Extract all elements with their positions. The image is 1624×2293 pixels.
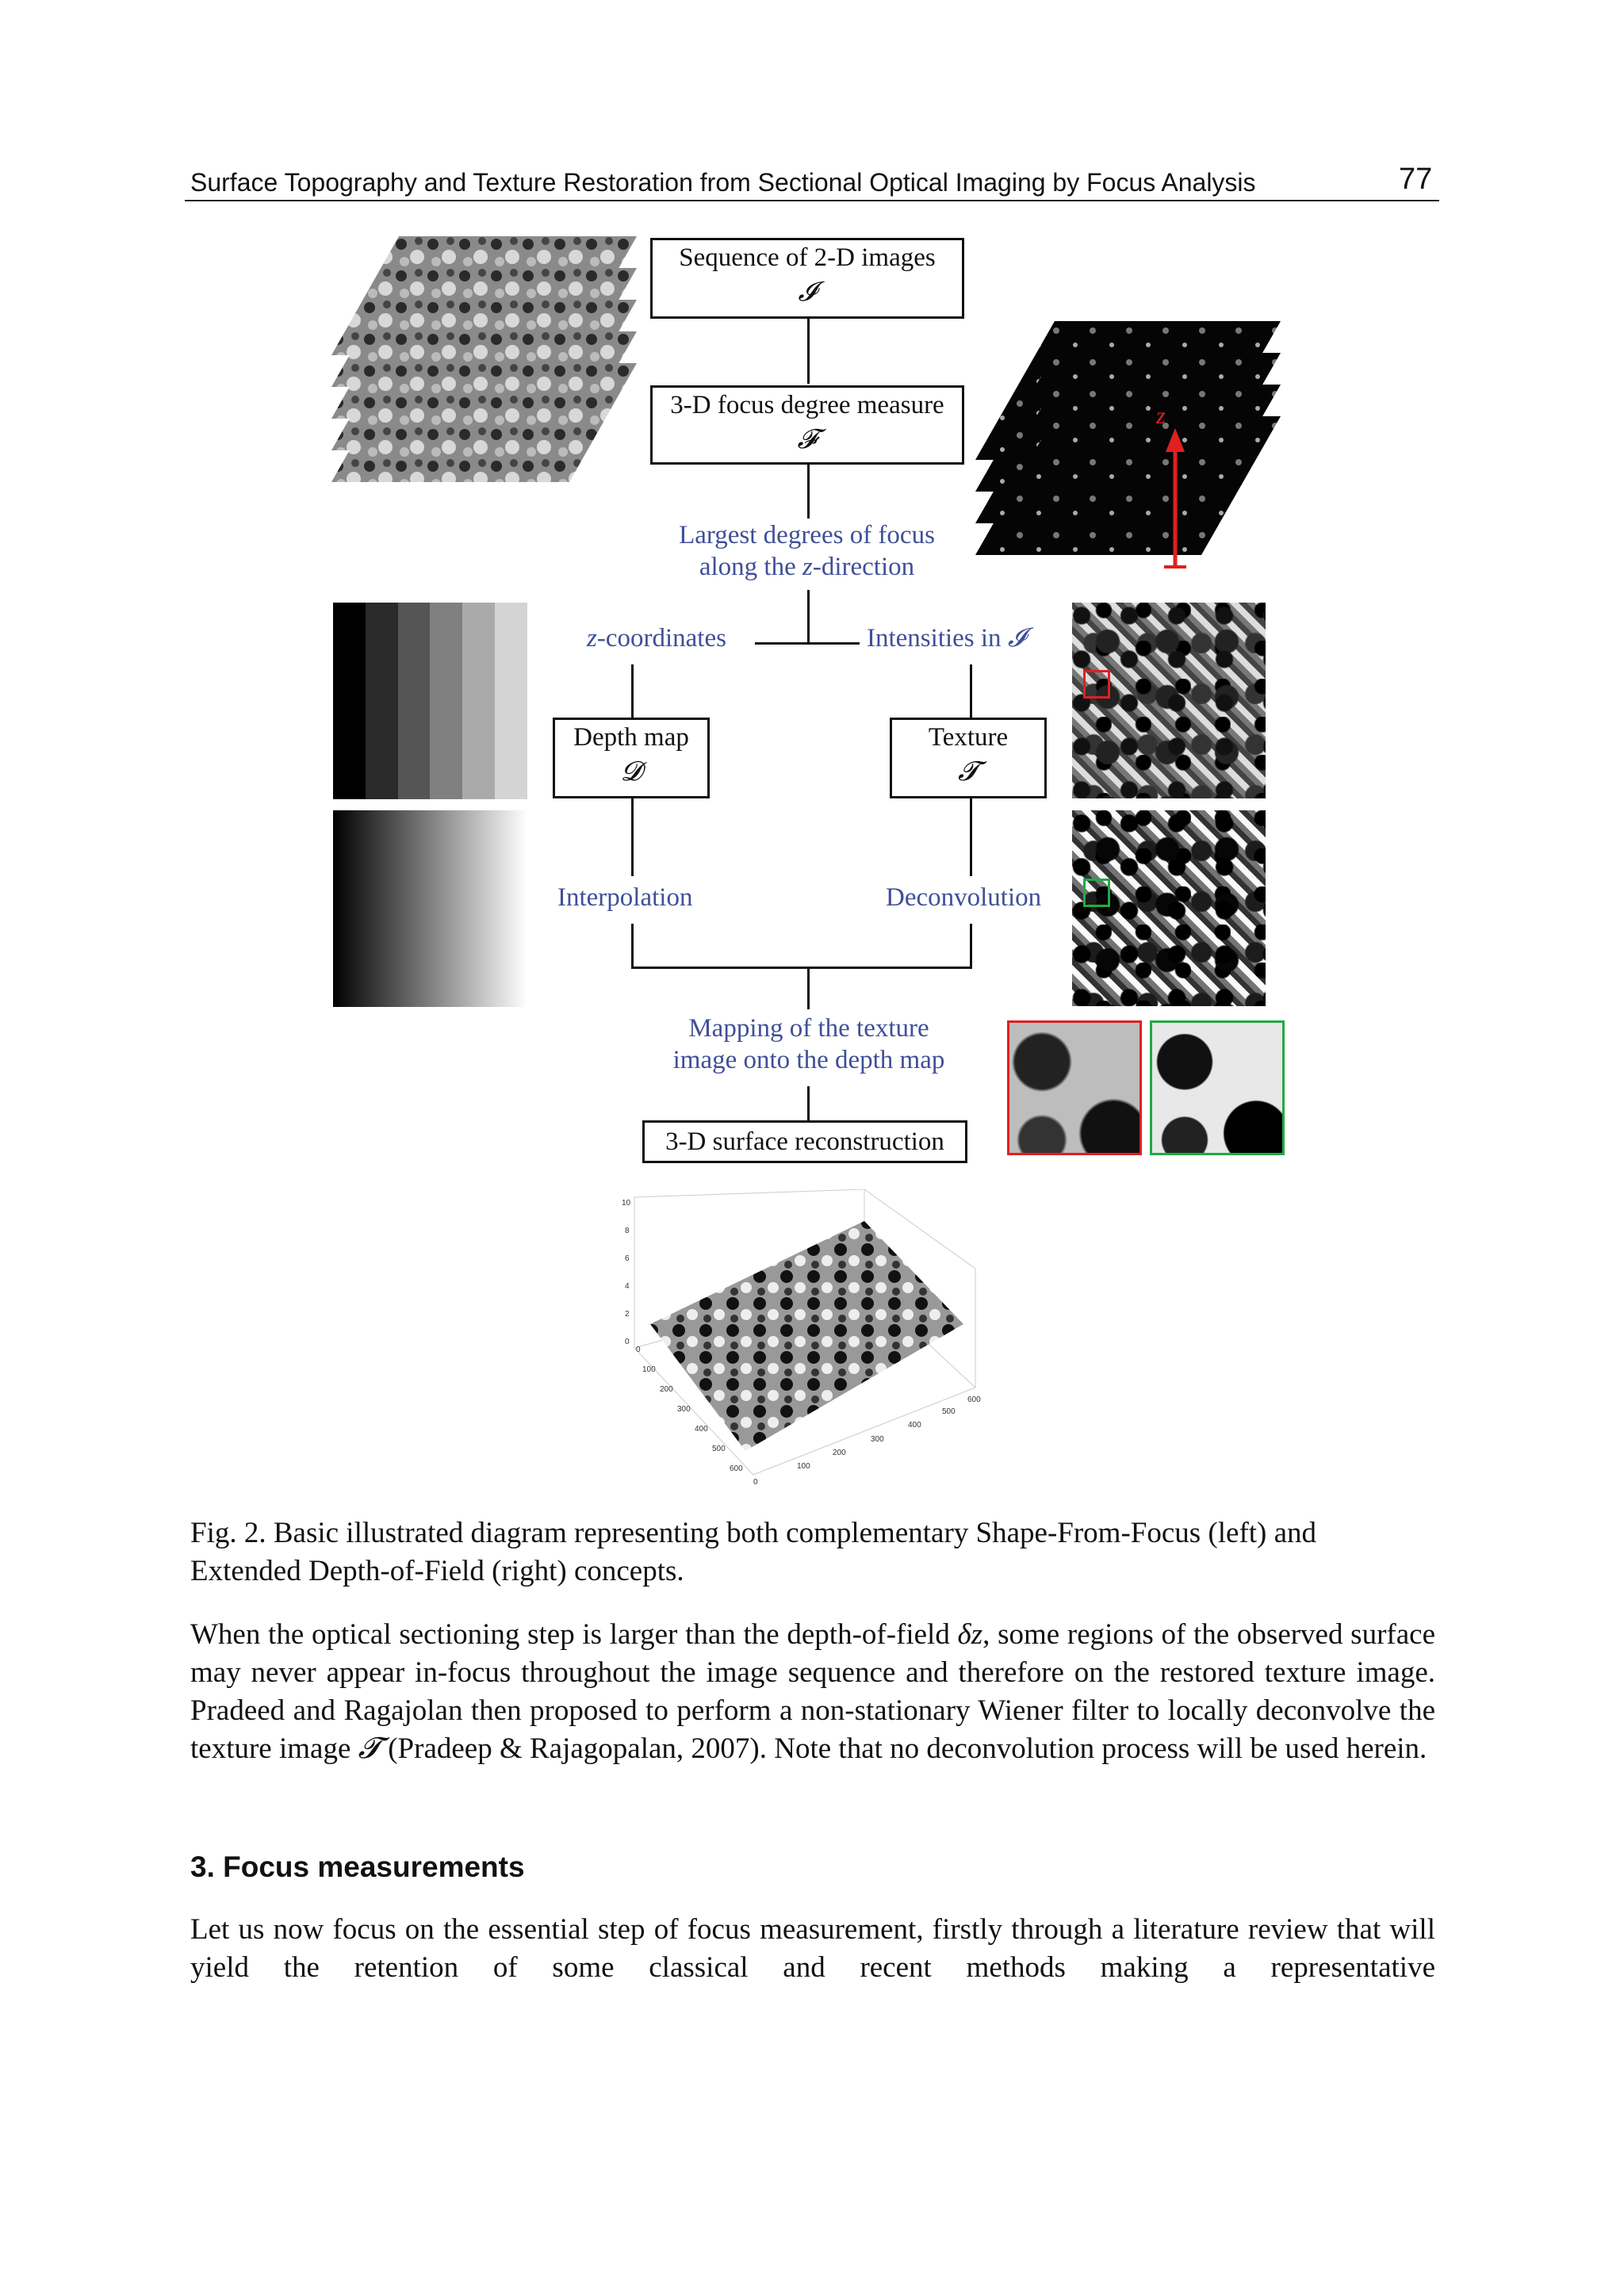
body-paragraph: When the optical sectioning step is larg… [190,1616,1435,1768]
connector [807,590,810,644]
depth-map-box: Depth map 𝓓 [553,718,710,798]
connector [631,797,634,876]
z-coordinates-label: z-coordinates [587,622,726,654]
red-zoom-inset [1007,1020,1142,1155]
interpolation-label: Interpolation [557,882,692,913]
z-tick: 4 [625,1282,630,1291]
textured-surface [650,1221,963,1451]
intensities-label: Intensities in 𝓘 [867,622,1025,654]
y-tick: 100 [642,1365,656,1374]
depth-steps-image [333,603,527,799]
x-tick: 100 [797,1462,810,1471]
image-stack-left [331,236,641,484]
y-tick: 600 [730,1464,743,1473]
connector [970,664,972,718]
y-tick: 300 [677,1405,691,1414]
mapping-label: Mapping of the texture image onto the de… [634,1013,983,1076]
y-tick: 500 [712,1445,726,1453]
z-tick: 0 [625,1338,630,1346]
connector [807,463,810,519]
focus-measure-box: 3-D focus degree measure 𝓕 [650,385,964,465]
red-roi-marker [1083,670,1110,699]
focus-stack-right [975,321,1285,583]
interpolated-depth-image [333,810,527,1007]
x-tick: 300 [871,1435,884,1444]
x-tick: 0 [753,1478,758,1487]
figure: z Sequence of 2-D images 𝓘 3-D focus deg… [0,0,1624,1491]
connector [631,967,972,969]
connector [807,317,810,384]
reconstruction-box: 3-D surface reconstruction [642,1120,967,1163]
body-paragraph: Let us now focus on the essential step o… [190,1911,1435,1987]
connector [631,924,634,968]
z-tick: 8 [625,1227,630,1235]
texture-image [1072,603,1266,798]
figure-caption: Fig. 2. Basic illustrated diagram repres… [190,1514,1427,1591]
texture-box: Texture 𝓣 [890,718,1047,798]
z-axis-label: z [1156,403,1166,430]
connector [807,1086,810,1122]
x-tick: 200 [833,1449,846,1457]
x-tick: 600 [967,1395,981,1404]
z-tick: 2 [625,1310,630,1319]
section-heading: 3. Focus measurements [190,1851,525,1884]
connector [807,967,810,1009]
y-tick: 0 [636,1346,641,1354]
z-tick: 10 [622,1199,631,1208]
connector [631,664,634,718]
surface-plot: 10 8 6 4 2 0 0 100 200 300 400 500 600 0… [619,1189,991,1491]
z-tick: 6 [625,1254,630,1263]
x-tick: 400 [908,1421,921,1430]
y-tick: 400 [695,1425,708,1434]
connector [970,797,972,876]
deconvolution-label: Deconvolution [886,882,1041,913]
largest-focus-label: Largest degrees of focus along the z-dir… [626,519,987,583]
sequence-box: Sequence of 2-D images 𝓘 [650,238,964,319]
green-zoom-inset [1150,1020,1285,1155]
connector [755,642,860,645]
x-tick: 500 [942,1407,956,1416]
y-tick: 200 [660,1385,673,1394]
connector [970,924,972,968]
green-roi-marker [1083,879,1110,907]
deconvolved-texture-image [1072,810,1266,1006]
